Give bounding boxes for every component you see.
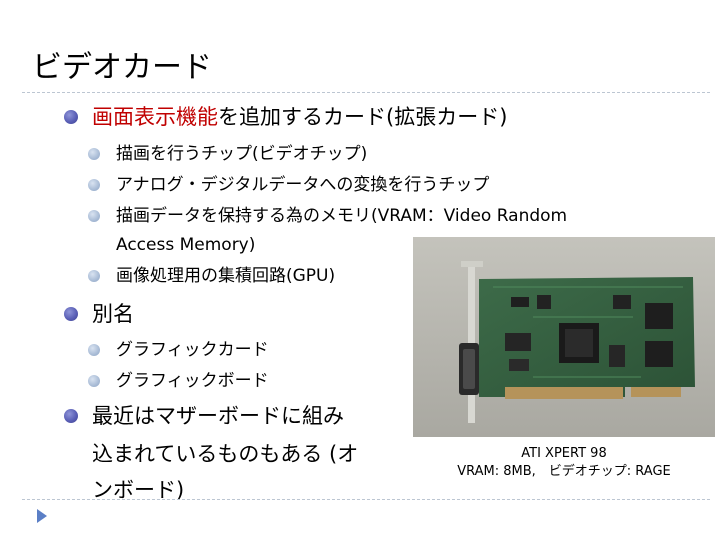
video-card-image: [413, 237, 715, 437]
bullet-level2: [88, 179, 100, 191]
bullet-vram: 描画データを保持する為のメモリ(VRAM：Video Random: [116, 206, 568, 226]
bullet-level2: [88, 344, 100, 356]
photo-caption-model: ATI XPERT 98: [521, 446, 607, 461]
bullet-aliases: 別名: [92, 302, 134, 326]
bullet-drawing-chip: 描画を行うチップ(ビデオチップ): [116, 144, 368, 164]
bullet-level2: [88, 148, 100, 160]
bullet-graphics-board: グラフィックボード: [116, 371, 269, 391]
bullet-text: を追加するカード(拡張カード): [218, 105, 508, 129]
bullet-level2: [88, 270, 100, 282]
bullet-onboard-line2: 込まれているものもある (オ: [92, 442, 359, 466]
bullet-level2: [88, 210, 100, 222]
footer-divider: [22, 499, 710, 500]
slide-title: ビデオカード: [32, 50, 212, 85]
title-divider: [22, 92, 710, 93]
bullet-converter-chip: アナログ・デジタルデータへの変換を行うチップ: [116, 175, 490, 195]
bullet-level1: [64, 110, 78, 124]
bullet-gpu: 画像処理用の集積回路(GPU): [116, 266, 336, 286]
bullet-level2: [88, 375, 100, 387]
bullet-vram-continued: Access Memory): [116, 235, 256, 255]
bullet-onboard-line1: 最近はマザーボードに組み: [92, 404, 344, 428]
bullet-level1: [64, 307, 78, 321]
bullet-display-function: 画面表示機能を追加するカード(拡張カード): [92, 105, 507, 129]
bullet-onboard-line3: ンボード): [92, 478, 185, 502]
highlight-text: 画面表示機能: [92, 105, 218, 129]
video-card-photo: [413, 237, 715, 437]
bullet-graphics-card: グラフィックカード: [116, 340, 269, 360]
bullet-level1: [64, 409, 78, 423]
photo-caption-specs: VRAM: 8MB, ビデオチップ: RAGE: [457, 464, 671, 479]
play-arrow-icon[interactable]: [37, 509, 47, 523]
